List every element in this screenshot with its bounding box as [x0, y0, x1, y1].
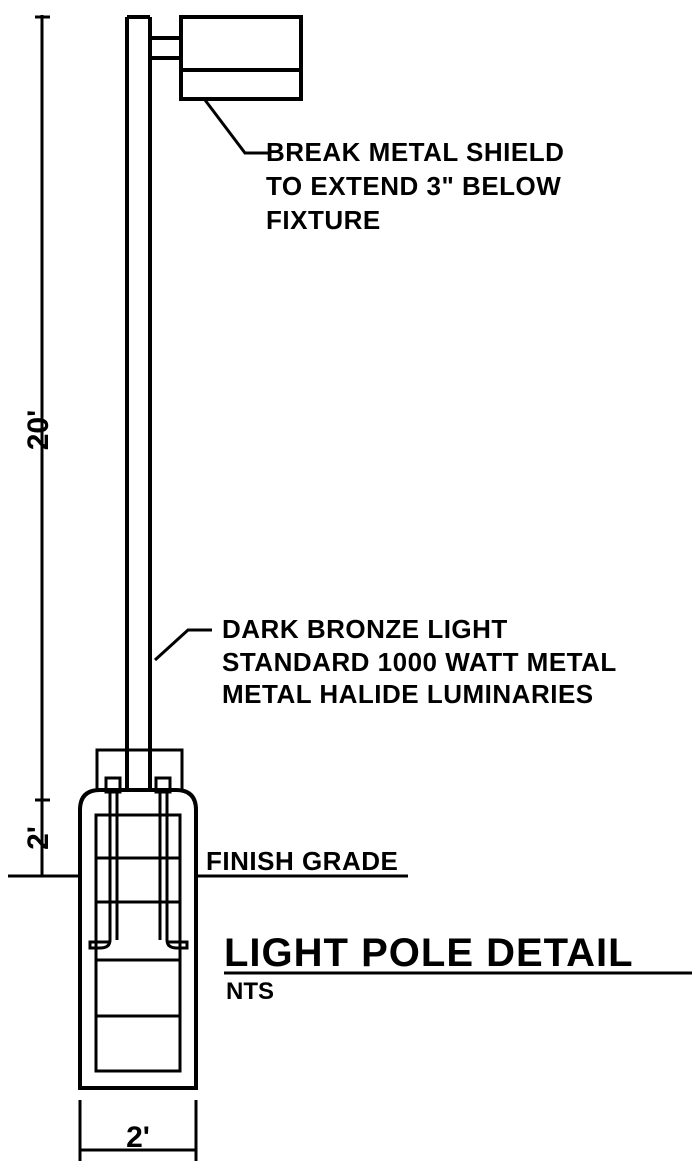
luminaire-fixture: [148, 15, 303, 101]
footing-width-label: 2': [126, 1121, 150, 1154]
shield-note-line-3: FIXTURE: [266, 205, 381, 235]
pole-height-dimension: [35, 15, 50, 802]
finish-grade-label: FINISH GRADE: [206, 846, 398, 876]
shield-note-line-2: TO EXTEND 3" BELOW: [266, 171, 561, 201]
detail-title: LIGHT POLE DETAIL: [224, 931, 634, 975]
pole-note-line-1: DARK BRONZE LIGHT: [222, 614, 508, 644]
leader-lines: [153, 99, 268, 662]
concrete-footing: [78, 788, 198, 1090]
pole-height-label: 20': [22, 410, 55, 451]
anchor-bolts: [88, 776, 189, 950]
footing-width-dimension: [78, 1100, 198, 1161]
light-pole-shaft: [125, 15, 152, 790]
pole-note-line-2: STANDARD 1000 WATT METAL: [222, 647, 617, 677]
embed-depth-label: 2': [22, 826, 55, 850]
scale-label: NTS: [226, 978, 274, 1005]
pole-note-line-3: METAL HALIDE LUMINARIES: [222, 679, 594, 709]
shield-note-line-1: BREAK METAL SHIELD: [266, 137, 564, 167]
